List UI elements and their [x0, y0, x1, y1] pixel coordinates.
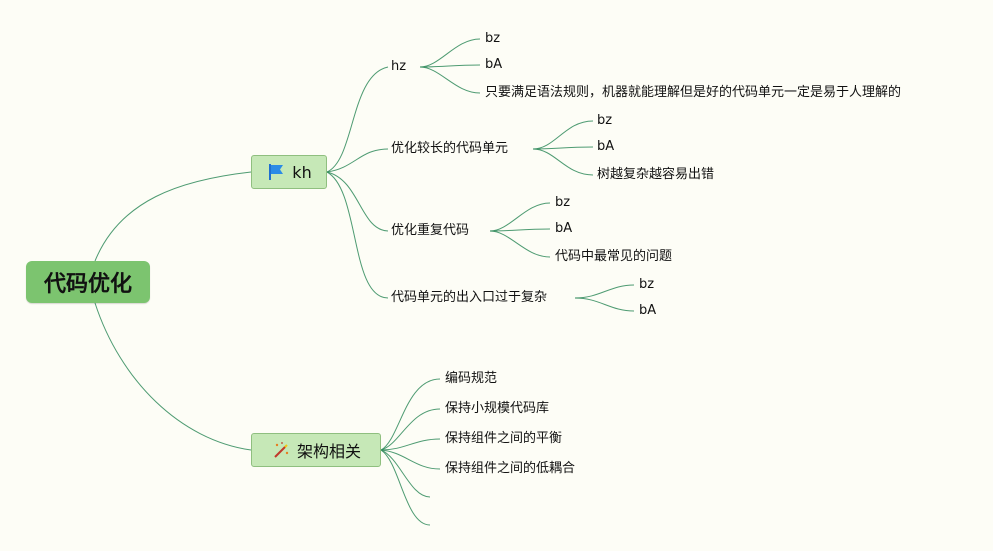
link-s4-1: [574, 284, 635, 299]
link-s2-1: [532, 120, 594, 150]
link-s3-1: [489, 202, 551, 232]
link-s2-3: [532, 148, 594, 176]
link-arch-5: [380, 449, 431, 498]
root-topic[interactable]: 代码优化: [26, 261, 150, 303]
leaf-label: bA: [555, 221, 573, 236]
leaf-label: bA: [597, 139, 615, 154]
leaf-label: bz: [639, 277, 655, 292]
blue-flag-icon: [266, 162, 286, 182]
leaf-label: 树越复杂越容易出错: [597, 167, 715, 182]
subtopic-label: 代码单元的出入口过于复杂: [391, 290, 548, 305]
subtopic-label: 编码规范: [445, 371, 498, 386]
subtopic-label: 保持组件之间的低耦合: [445, 461, 576, 476]
subtopic-complex-interfaces[interactable]: 代码单元的出入口过于复杂: [391, 289, 547, 307]
subtopic-duplicate-code[interactable]: 优化重复代码: [391, 222, 469, 240]
leaf-topic[interactable]: 只要满足语法规则，机器就能理解但是好的代码单元一定是易于人理解的: [485, 84, 901, 102]
link-hz-1: [419, 38, 481, 68]
leaf-topic[interactable]: bz: [485, 30, 500, 48]
subtopic-label: hz: [391, 59, 407, 74]
link-arch-6: [380, 449, 431, 526]
leaf-topic[interactable]: bz: [597, 112, 612, 130]
subtopic-long-code-units[interactable]: 优化较长的代码单元: [391, 140, 508, 158]
main-topic-architecture[interactable]: 架构相关: [251, 433, 381, 467]
main-topic-architecture-label: 架构相关: [296, 442, 361, 461]
link-kh-sub4: [326, 171, 389, 299]
root-topic-label: 代码优化: [43, 272, 132, 297]
link-s4-2: [574, 297, 635, 312]
subtopic-low-coupling[interactable]: 保持组件之间的低耦合: [445, 460, 575, 478]
leaf-topic[interactable]: bA: [597, 138, 614, 156]
leaf-topic[interactable]: bA: [485, 56, 502, 74]
leaf-topic[interactable]: bz: [639, 276, 654, 294]
link-s2-2: [532, 146, 594, 150]
leaf-label: bA: [485, 57, 503, 72]
link-arch-1: [380, 378, 441, 451]
leaf-label: bz: [597, 113, 613, 128]
subtopic-coding-standards[interactable]: 编码规范: [445, 370, 497, 388]
subtopic-label: 保持组件之间的平衡: [445, 431, 563, 446]
subtopic-label: 优化较长的代码单元: [391, 141, 509, 156]
link-kh-hz: [326, 66, 389, 173]
leaf-label: 代码中最常见的问题: [555, 249, 673, 264]
link-root-arch: [94, 302, 252, 451]
link-kh-sub2: [326, 148, 389, 173]
leaf-topic[interactable]: bz: [555, 194, 570, 212]
link-arch-2: [380, 408, 441, 451]
leaf-topic[interactable]: 代码中最常见的问题: [555, 248, 672, 266]
link-kh-sub3: [326, 171, 389, 232]
subtopic-label: 保持小规模代码库: [445, 401, 550, 416]
magic-wand-icon: [271, 440, 291, 460]
subtopic-component-balance[interactable]: 保持组件之间的平衡: [445, 430, 562, 448]
leaf-label: bz: [555, 195, 571, 210]
link-root-kh: [94, 171, 252, 262]
link-s3-3: [489, 230, 551, 258]
main-topic-kh[interactable]: kh: [251, 155, 327, 189]
link-s3-2: [489, 228, 551, 232]
subtopic-label: 优化重复代码: [391, 223, 470, 238]
leaf-label: bz: [485, 31, 501, 46]
link-arch-4: [380, 449, 441, 470]
leaf-topic[interactable]: 树越复杂越容易出错: [597, 166, 714, 184]
link-arch-3: [380, 438, 441, 451]
leaf-topic[interactable]: bA: [555, 220, 572, 238]
link-hz-2: [419, 64, 481, 68]
subtopic-hz[interactable]: hz: [391, 58, 406, 76]
leaf-topic[interactable]: bA: [639, 302, 656, 320]
subtopic-small-codebase[interactable]: 保持小规模代码库: [445, 400, 549, 418]
leaf-label: 只要满足语法规则，机器就能理解但是好的代码单元一定是易于人理解的: [485, 85, 902, 100]
link-hz-3: [419, 66, 481, 94]
main-topic-kh-label: kh: [292, 162, 312, 182]
leaf-label: bA: [639, 303, 657, 318]
